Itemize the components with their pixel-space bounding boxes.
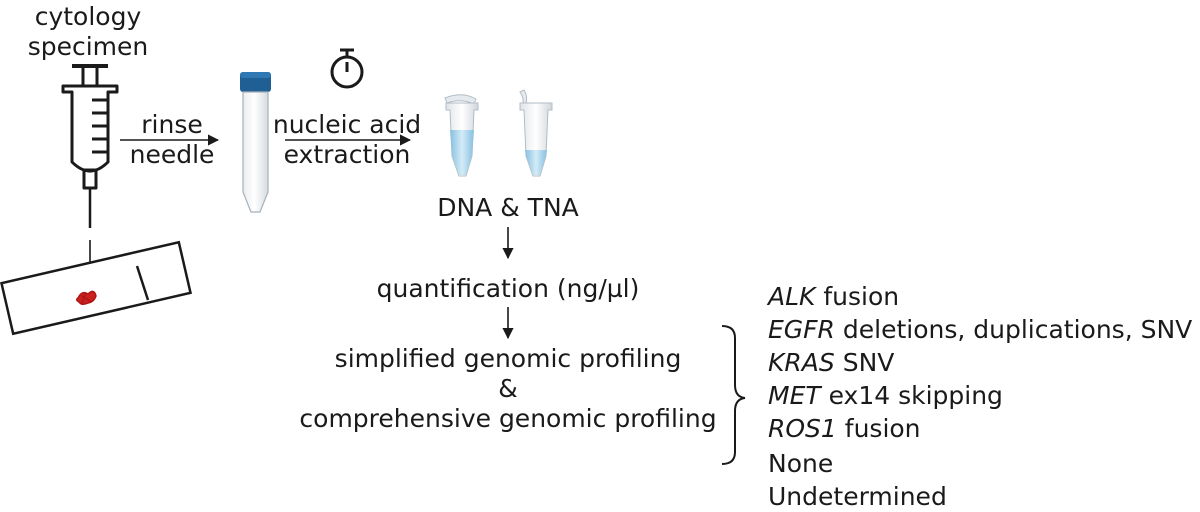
result-item: ROS1 fusion bbox=[768, 414, 921, 444]
result-item: Undetermined bbox=[768, 482, 947, 512]
result-detail: SNV bbox=[834, 348, 895, 377]
extraction-label-line1: nucleic acid bbox=[272, 110, 422, 139]
extraction-label-line2: extraction bbox=[283, 140, 411, 169]
microtube-icon bbox=[444, 94, 479, 177]
extraction-label: nucleic acid extraction bbox=[262, 110, 432, 170]
microscope-slide-icon bbox=[0, 240, 193, 336]
rinse-label-line2: needle bbox=[129, 140, 215, 169]
result-gene: ALK bbox=[768, 282, 816, 311]
result-detail: fusion bbox=[836, 414, 921, 443]
profiling-label-line3: comprehensive genomic profiling bbox=[299, 404, 717, 433]
stopwatch-icon bbox=[330, 48, 364, 89]
rinse-label-line1: rinse bbox=[141, 110, 203, 139]
result-detail: deletions, duplications, SNV bbox=[834, 315, 1193, 344]
syringe-icon bbox=[61, 64, 119, 228]
products-label: DNA & TNA bbox=[437, 193, 579, 222]
result-item: EGFR deletions, duplications, SNV bbox=[768, 315, 1192, 345]
result-gene: MET bbox=[768, 381, 821, 410]
tube-icon bbox=[240, 72, 271, 213]
result-gene: EGFR bbox=[768, 315, 835, 344]
result-item: ALK fusion bbox=[768, 282, 899, 312]
result-gene: ROS1 bbox=[768, 414, 837, 443]
rinse-label: rinse needle bbox=[112, 110, 232, 170]
quantification-label: quantification (ng/µl) bbox=[376, 274, 640, 303]
microtube-icon bbox=[519, 89, 553, 177]
result-gene: KRAS bbox=[768, 348, 835, 377]
specimen-label-line1: cytology bbox=[34, 2, 142, 31]
result-item: KRAS SNV bbox=[768, 348, 894, 378]
result-detail: ex14 skipping bbox=[820, 381, 1003, 410]
result-detail: None bbox=[768, 449, 834, 478]
profiling-label-line2: & bbox=[498, 374, 518, 403]
result-item: MET ex14 skipping bbox=[768, 381, 1003, 411]
profiling-label-line1: simplified genomic profiling bbox=[334, 344, 682, 373]
result-detail: Undetermined bbox=[768, 482, 947, 511]
result-detail: fusion bbox=[815, 282, 900, 311]
results-brace bbox=[721, 325, 746, 465]
specimen-label: cytology specimen bbox=[18, 2, 158, 62]
specimen-label-line2: specimen bbox=[27, 32, 149, 61]
result-item: None bbox=[768, 449, 833, 479]
profiling-label: simplified genomic profiling & comprehen… bbox=[283, 344, 733, 434]
